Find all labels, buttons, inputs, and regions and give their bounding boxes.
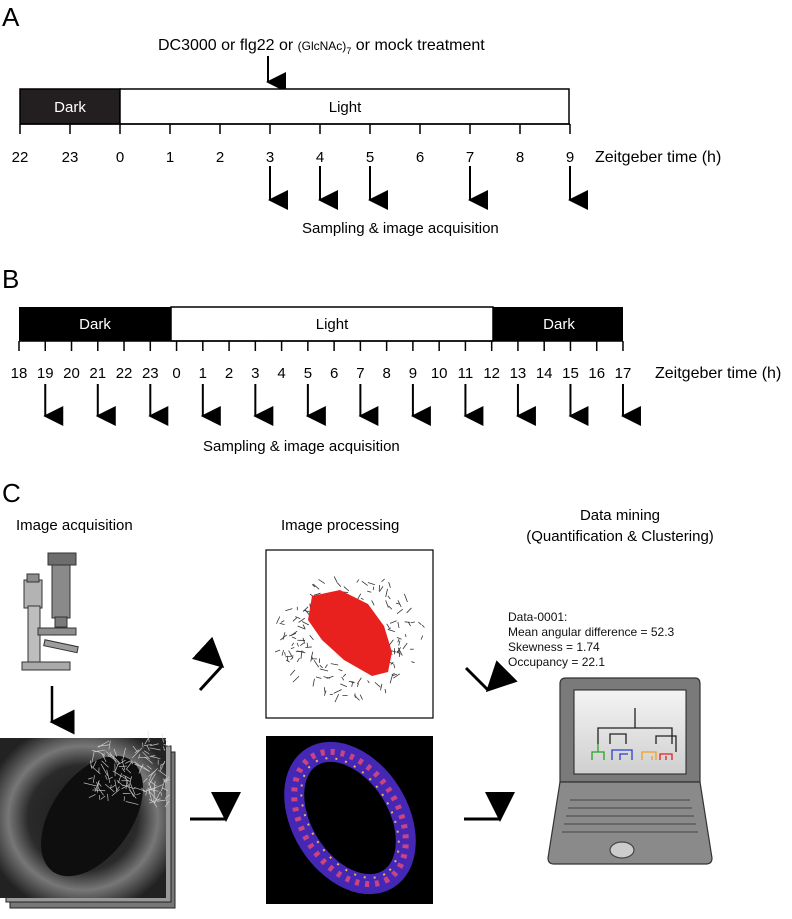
sampling-label: Sampling & image acquisition bbox=[203, 438, 400, 455]
tick-label: 5 bbox=[366, 149, 374, 166]
tick-label: 3 bbox=[251, 365, 259, 382]
tick-label: 4 bbox=[316, 149, 324, 166]
skewness: Skewness = 1.74 bbox=[508, 640, 674, 655]
step-image-acquisition: Image acquisition bbox=[16, 517, 133, 534]
quantification-readout: Data-0001: Mean angular difference = 52.… bbox=[508, 610, 674, 670]
tick-label: 13 bbox=[510, 365, 527, 382]
dark-label-2: Dark bbox=[543, 316, 575, 333]
mean-angular-difference: Mean angular difference = 52.3 bbox=[508, 625, 674, 640]
tick-label: 1 bbox=[199, 365, 207, 382]
occupancy: Occupancy = 22.1 bbox=[508, 655, 674, 670]
data-id: Data-0001: bbox=[508, 610, 674, 625]
tick-label: 22 bbox=[12, 149, 29, 166]
trackpad bbox=[610, 842, 634, 858]
arrow-to-occupancy bbox=[200, 666, 222, 690]
step-data-mining: Data mining bbox=[580, 507, 660, 524]
panel-a: A DC3000 or flg22 or (GlcNAc)7 or mock t… bbox=[2, 2, 721, 237]
tick-label: 23 bbox=[142, 365, 159, 382]
tick-label: 0 bbox=[172, 365, 180, 382]
step-data-mining-sub: (Quantification & Clustering) bbox=[526, 528, 714, 545]
sampling-label: Sampling & image acquisition bbox=[302, 220, 499, 237]
panel-b-letter: B bbox=[2, 264, 19, 294]
treatment-label: DC3000 or flg22 or (GlcNAc)7 or mock tre… bbox=[158, 37, 485, 56]
tick-label: 8 bbox=[382, 365, 390, 382]
tick-label: 6 bbox=[330, 365, 338, 382]
tick-label: 19 bbox=[37, 365, 54, 382]
step-image-processing: Image processing bbox=[281, 517, 399, 534]
tick-label: 9 bbox=[409, 365, 417, 382]
tick-label: 2 bbox=[216, 149, 224, 166]
tick-label: 10 bbox=[431, 365, 448, 382]
microscope-icon bbox=[22, 553, 78, 670]
micrograph-stack bbox=[0, 730, 175, 908]
sampling-arrows bbox=[45, 384, 623, 416]
light-label: Light bbox=[329, 99, 362, 116]
dark-label: Dark bbox=[54, 99, 86, 116]
dark-label-1: Dark bbox=[79, 316, 111, 333]
axis-label: Zeitgeber time (h) bbox=[595, 149, 721, 166]
tick-label: 21 bbox=[89, 365, 106, 382]
tick-label: 3 bbox=[266, 149, 274, 166]
tick-label: 0 bbox=[116, 149, 124, 166]
axis-label: Zeitgeber time (h) bbox=[655, 365, 781, 382]
tick-label: 12 bbox=[483, 365, 500, 382]
panel-a-letter: A bbox=[2, 2, 20, 32]
tick-label: 22 bbox=[116, 365, 133, 382]
panel-c-letter: C bbox=[2, 478, 21, 508]
arrow-to-laptop bbox=[466, 668, 488, 690]
tick-label: 20 bbox=[63, 365, 80, 382]
laptop-icon bbox=[548, 678, 712, 864]
tick-label: 14 bbox=[536, 365, 553, 382]
occupancy-image bbox=[266, 550, 433, 718]
tick-label: 6 bbox=[416, 149, 424, 166]
tick-label: 7 bbox=[356, 365, 364, 382]
tick-label: 11 bbox=[458, 365, 474, 382]
tick-label: 16 bbox=[588, 365, 605, 382]
tick-label: 2 bbox=[225, 365, 233, 382]
tick-label: 8 bbox=[516, 149, 524, 166]
tick-label: 15 bbox=[562, 365, 579, 382]
tick-label: 17 bbox=[615, 365, 632, 382]
sampling-arrows bbox=[270, 166, 570, 200]
light-label: Light bbox=[316, 316, 349, 333]
tick-label: 1 bbox=[166, 149, 174, 166]
tick-label: 7 bbox=[466, 149, 474, 166]
tick-label: 18 bbox=[11, 365, 28, 382]
tick-label: 9 bbox=[566, 149, 574, 166]
tick-label: 5 bbox=[304, 365, 312, 382]
tick-label: 23 bbox=[62, 149, 79, 166]
panel-c: C Image acquisition Image processing Dat… bbox=[0, 478, 714, 908]
tick-label: 4 bbox=[277, 365, 285, 382]
network-image bbox=[266, 732, 433, 905]
